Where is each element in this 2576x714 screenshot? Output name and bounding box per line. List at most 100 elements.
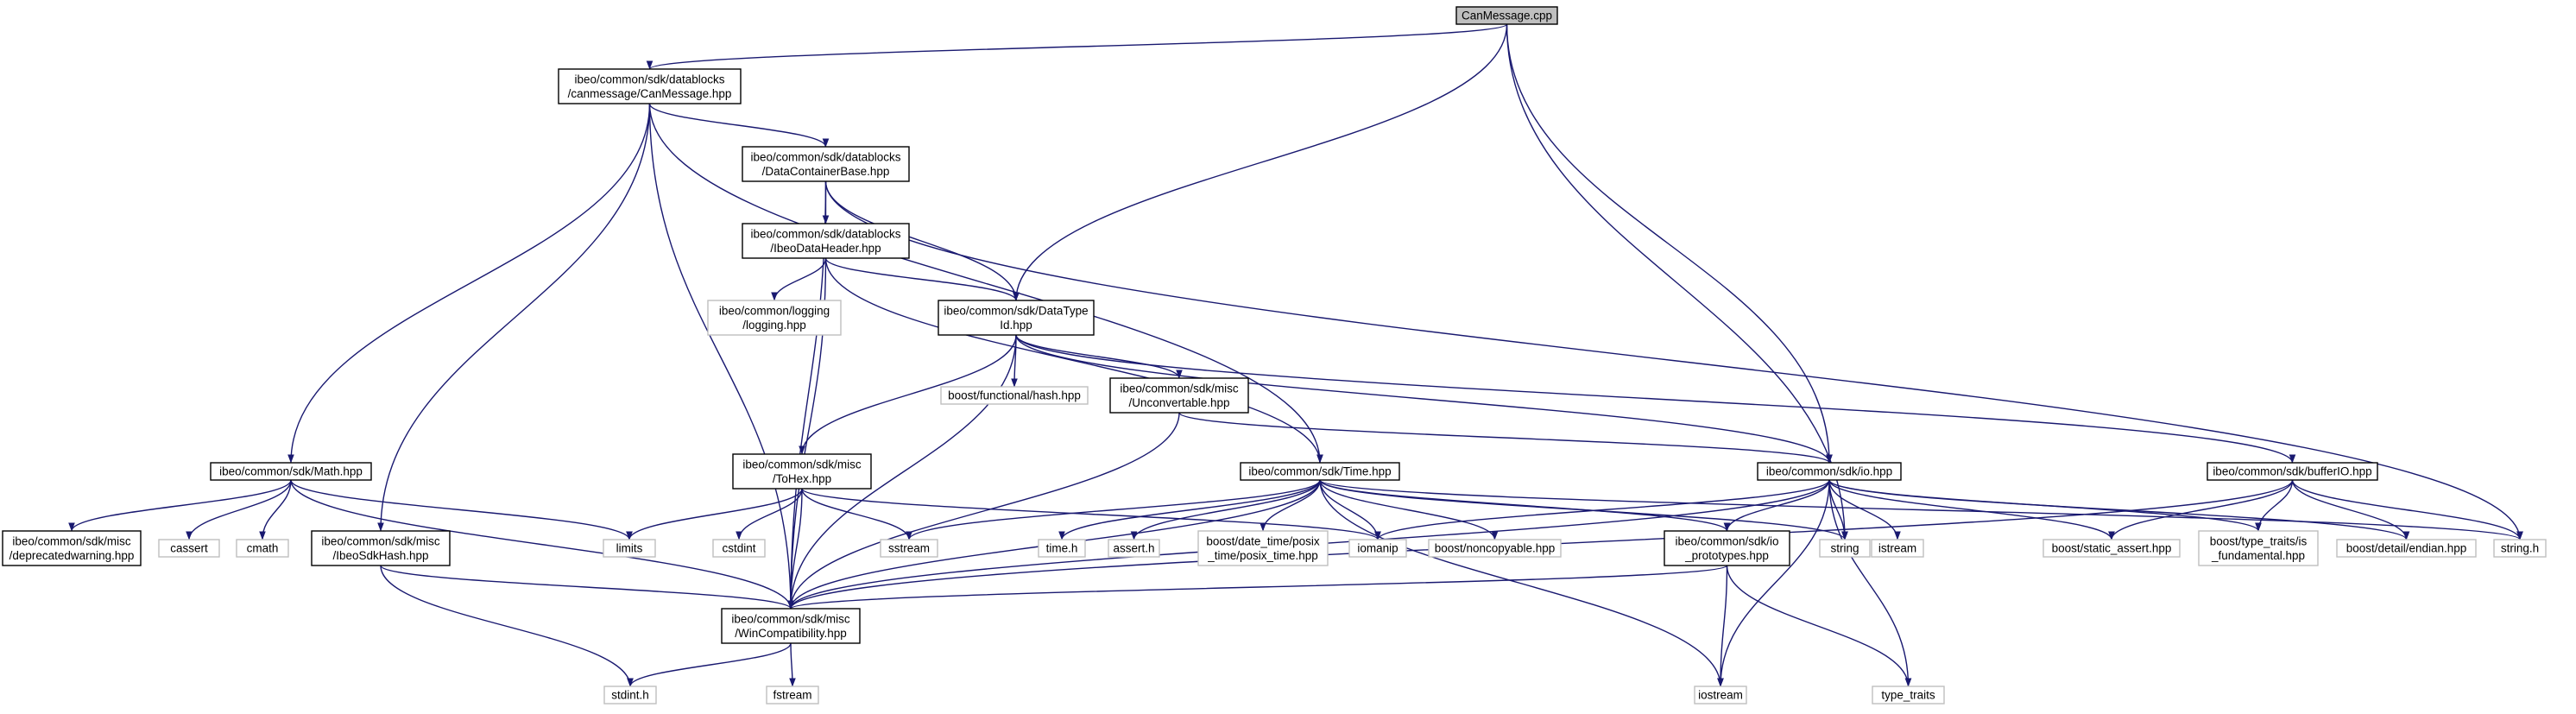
edge-math-to-wincompat — [290, 479, 794, 610]
node-ioproto[interactable]: ibeo/common/sdk/io _prototypes.hpp — [1664, 530, 1790, 566]
edge-root-to-io — [1506, 23, 1833, 464]
node-box-iostream — [1694, 686, 1747, 705]
edge-io-to-endian — [1828, 479, 2410, 540]
node-label-ioproto-line-1: _prototypes.hpp — [1684, 549, 1769, 562]
node-sdkhash[interactable]: ibeo/common/sdk/misc/IbeoSdkHash.hpp — [311, 530, 451, 566]
node-box-tohex — [732, 453, 872, 490]
node-label-dcb-line-0: ibeo/common/sdk/datablocks — [750, 150, 900, 163]
node-box-fstream — [766, 686, 819, 705]
node-box-time — [1240, 462, 1400, 481]
node-type_traits_fund: boost/type_traits/is_fundamental.hpp — [2198, 530, 2319, 566]
node-canmsg[interactable]: ibeo/common/sdk/datablocks/canmessage/Ca… — [558, 68, 742, 104]
edge-ioproto-to-wincompat — [787, 565, 1728, 610]
edge-math-to-cmath — [259, 479, 292, 540]
edge-tohex-to-sstream — [801, 488, 912, 540]
edge-canmsg-to-sdkhash — [377, 103, 651, 532]
node-math[interactable]: ibeo/common/sdk/Math.hpp — [210, 462, 372, 481]
node-label-canmsg-line-1: /canmessage/CanMessage.hpp — [568, 87, 732, 100]
node-label-istream-line-0: istream — [1878, 542, 1916, 555]
node-label-static_assert-line-0: boost/static_assert.hpp — [2052, 542, 2172, 555]
node-stdinth: stdint.h — [603, 686, 657, 705]
node-label-wincompat-line-0: ibeo/common/sdk/misc — [731, 612, 850, 625]
node-tohex[interactable]: ibeo/common/sdk/misc/ToHex.hpp — [732, 453, 872, 490]
node-label-iostream-line-0: iostream — [1698, 689, 1743, 702]
node-label-io-line-0: ibeo/common/sdk/io.hpp — [1766, 465, 1892, 478]
node-timeh: time.h — [1038, 539, 1086, 558]
node-depwarn[interactable]: ibeo/common/sdk/misc/deprecatedwarning.h… — [2, 530, 142, 566]
edge-bufferio-to-stringh — [2291, 479, 2523, 540]
edge-dcb-to-dtid — [824, 180, 1020, 301]
node-label-stdinth-line-0: stdint.h — [611, 689, 649, 702]
node-label-unconv-line-1: /Unconvertable.hpp — [1128, 396, 1229, 409]
edge-dtid-to-wincompat — [787, 334, 1017, 610]
edge-canmsg-to-time — [648, 103, 1323, 464]
node-label-sstream-line-0: sstream — [888, 542, 930, 555]
node-label-posix-line-1: _time/posix_time.hpp — [1207, 549, 1318, 562]
node-label-ioproto-line-0: ibeo/common/sdk/io — [1675, 534, 1778, 547]
node-label-unconv-line-0: ibeo/common/sdk/misc — [1120, 382, 1239, 395]
node-box-idh — [742, 223, 910, 259]
edge-unconv-to-io — [1178, 412, 1833, 464]
node-box-root — [1455, 6, 1558, 25]
node-stringh: string.h — [2493, 539, 2547, 558]
node-box-dtid — [938, 300, 1095, 336]
node-box-sstream — [880, 539, 938, 558]
edge-ioproto-to-type_traits — [1726, 565, 1912, 687]
node-iomanip: iomanip — [1348, 539, 1407, 558]
edge-math-to-cassert — [186, 479, 292, 540]
node-box-stringh — [2493, 539, 2547, 558]
node-wincompat[interactable]: ibeo/common/sdk/misc/WinCompatibility.hp… — [721, 608, 861, 644]
node-box-type_traits_fund — [2198, 530, 2319, 566]
node-label-dcb-line-1: /DataContainerBase.hpp — [762, 165, 890, 178]
edge-root-to-canmsg — [647, 23, 1508, 70]
node-label-limits-line-0: limits — [616, 542, 643, 555]
edge-io-to-static_assert — [1828, 479, 2115, 540]
edge-time-to-timeh — [1058, 479, 1321, 540]
edge-canmsg-to-math — [287, 103, 651, 464]
node-fstream: fstream — [766, 686, 819, 705]
node-idh[interactable]: ibeo/common/sdk/datablocks/IbeoDataHeade… — [742, 223, 910, 259]
node-box-noncopy — [1428, 539, 1562, 558]
node-noncopy: boost/noncopyable.hpp — [1428, 539, 1562, 558]
edge-io-to-ioproto — [1723, 479, 1830, 532]
node-label-bufferio-line-0: ibeo/common/sdk/bufferIO.hpp — [2213, 465, 2371, 478]
node-label-noncopy-line-0: boost/noncopyable.hpp — [1435, 542, 1556, 555]
node-bufferio[interactable]: ibeo/common/sdk/bufferIO.hpp — [2207, 462, 2378, 481]
node-box-ioproto — [1664, 530, 1790, 566]
node-asserth: assert.h — [1108, 539, 1160, 558]
node-box-logging — [707, 300, 842, 336]
node-box-limits — [603, 539, 656, 558]
node-box-asserth — [1108, 539, 1160, 558]
node-box-timeh — [1038, 539, 1086, 558]
node-io[interactable]: ibeo/common/sdk/io.hpp — [1757, 462, 1902, 481]
node-root: CanMessage.cpp — [1455, 6, 1558, 25]
node-box-static_assert — [2042, 539, 2181, 558]
node-box-unconv — [1109, 377, 1249, 414]
node-box-endian — [2336, 539, 2477, 558]
node-label-posix-line-0: boost/date_time/posix — [1206, 534, 1320, 547]
edge-io-to-type_traits — [1828, 479, 1912, 687]
edge-io-to-istream — [1828, 479, 1901, 540]
node-bfhash: boost/functional/hash.hpp — [940, 386, 1089, 405]
node-box-type_traits — [1872, 686, 1945, 705]
node-time[interactable]: ibeo/common/sdk/Time.hpp — [1240, 462, 1400, 481]
node-label-idh-line-0: ibeo/common/sdk/datablocks — [750, 227, 900, 240]
node-label-tohex-line-1: /ToHex.hpp — [773, 472, 831, 485]
node-label-depwarn-line-1: /deprecatedwarning.hpp — [9, 549, 135, 562]
edge-tohex-to-cstdint — [736, 488, 803, 540]
edge-io-to-iomanip — [1374, 479, 1830, 540]
node-unconv[interactable]: ibeo/common/sdk/misc/Unconvertable.hpp — [1109, 377, 1249, 414]
node-label-tohex-line-0: ibeo/common/sdk/misc — [742, 458, 862, 471]
edge-bufferio-to-endian — [2291, 479, 2410, 540]
node-dcb[interactable]: ibeo/common/sdk/datablocks/DataContainer… — [742, 146, 910, 182]
edge-dtid-to-io — [1015, 334, 1833, 464]
edge-tohex-to-limits — [626, 488, 803, 540]
node-label-type_traits-line-0: type_traits — [1881, 689, 1935, 702]
edge-sdkhash-to-stdinth — [380, 565, 634, 687]
node-label-sdkhash-line-0: ibeo/common/sdk/misc — [321, 534, 440, 547]
node-label-stringh-line-0: string.h — [2501, 542, 2539, 555]
node-type_traits: type_traits — [1872, 686, 1945, 705]
node-label-wincompat-line-1: /WinCompatibility.hpp — [735, 627, 847, 640]
edge-math-to-depwarn — [68, 479, 292, 532]
